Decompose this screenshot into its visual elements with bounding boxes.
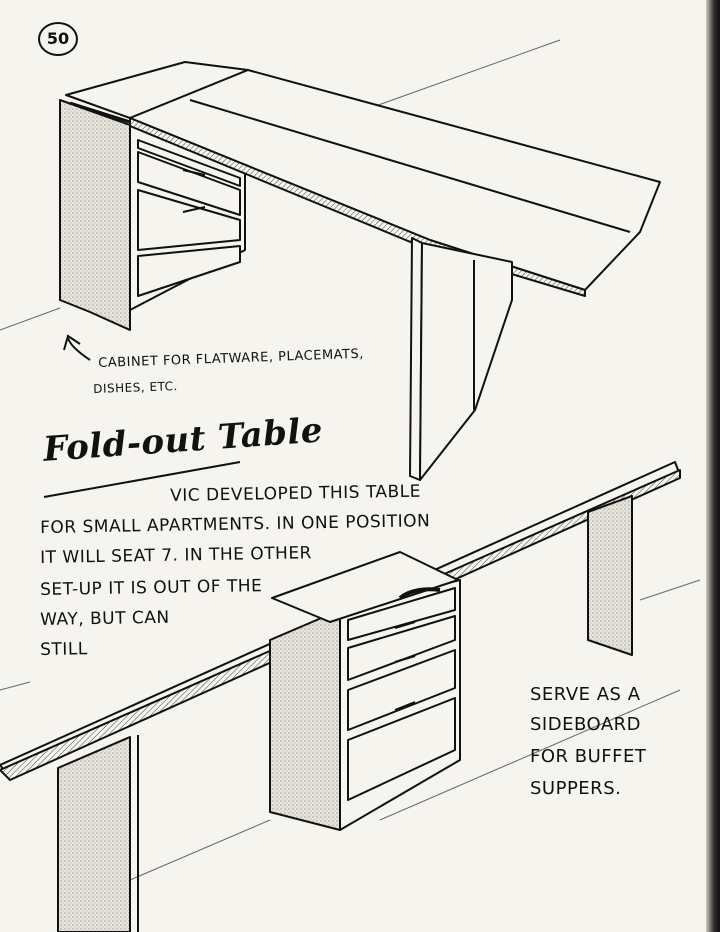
page-number: 50: [38, 22, 78, 56]
body-line-5: WAY, BUT CAN: [40, 607, 170, 630]
caption-line-2: DISHES, ETC.: [93, 379, 179, 396]
page-binding-edge: [706, 0, 720, 932]
top-table-drawing: [59, 61, 661, 481]
side-note-line-1: SERVE AS A: [530, 684, 641, 705]
side-note-line-3: FOR BUFFET: [530, 746, 647, 767]
body-line-6: STILL: [40, 639, 88, 660]
side-note-line-4: SUPPERS.: [530, 778, 622, 799]
bottom-sideboard-drawing: [0, 461, 681, 932]
side-note-line-2: SIDEBOARD: [530, 714, 642, 735]
body-line-4: SET-UP IT IS OUT OF THE: [40, 576, 263, 600]
title-underline: [43, 461, 241, 498]
caption-arrow: [63, 334, 91, 361]
